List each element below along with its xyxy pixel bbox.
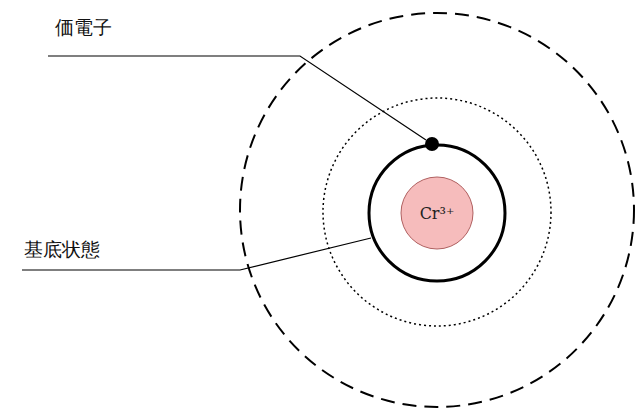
dotted-orbit bbox=[323, 98, 551, 326]
ion-symbol: Cr³⁺ bbox=[420, 204, 455, 223]
valence-electron-dot bbox=[425, 137, 439, 151]
part-label: 基底状態 bbox=[24, 238, 100, 261]
leader-line bbox=[48, 56, 426, 140]
ion-circle: Cr³⁺ bbox=[400, 176, 474, 250]
leader-line bbox=[22, 238, 371, 270]
outer-dashed-orbit bbox=[240, 13, 634, 407]
ion-disc bbox=[401, 177, 473, 249]
ground-state-orbit bbox=[369, 145, 505, 281]
part-label: 価電子 bbox=[55, 16, 112, 39]
